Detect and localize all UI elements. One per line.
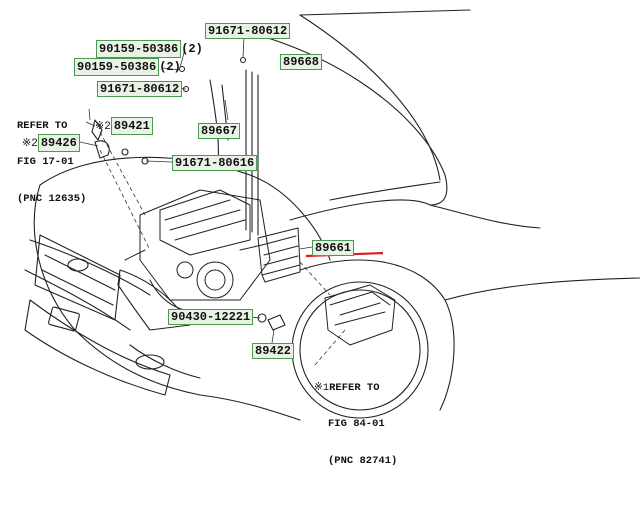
part-label-89668: 89668	[280, 54, 323, 70]
refer-fig-84-01-line1: ※1REFER TO	[314, 382, 397, 394]
grille-outline	[34, 234, 121, 321]
sensor-89422	[267, 314, 286, 331]
part-label-89422: 89422	[252, 343, 295, 359]
relay-box	[324, 284, 396, 346]
part-label-91671-80616: 91671-80616	[172, 155, 258, 171]
part-label-89421: 89421	[110, 117, 153, 135]
part-row-90159-50386-b: 90159-50386(2)	[74, 58, 181, 76]
note-mark-89426: ※2	[22, 138, 38, 150]
refer-fig-17-01-line3: (PNC 12635)	[17, 192, 87, 205]
note-mark-89421: ※2	[95, 121, 111, 133]
part-row-90159-50386-a: 90159-50386(2)	[96, 40, 203, 58]
refer-fig-17-01-line2: FIG 17-01	[17, 156, 74, 169]
refer-fig-84-01-line3: (PNC 82741)	[328, 454, 398, 467]
windshield-outline	[299, 14, 441, 181]
hood-outline	[209, 24, 448, 206]
refer-fig-84-01-line2: FIG 84-01	[328, 418, 385, 431]
license-plate	[48, 306, 80, 332]
part-label-89667: 89667	[198, 123, 241, 139]
sensor-89426	[94, 140, 110, 159]
emblem	[67, 258, 89, 272]
note-mark-ref84: ※1	[314, 382, 330, 395]
part-label-89661: 89661	[312, 240, 355, 256]
part-label-90430-12221: 90430-12221	[168, 309, 254, 325]
quantity-b: (2)	[159, 60, 181, 74]
part-label-91671-80612-top: 91671-80612	[205, 23, 291, 39]
refer-fig-84-01-text1: REFER TO	[329, 382, 380, 395]
engine-block	[124, 189, 271, 313]
refer-fig-84-01: ※1REFER TO FIG 84-01 (PNC 82741)	[314, 358, 397, 491]
part-label-89426: 89426	[37, 134, 80, 152]
refer-fig-17-01: REFER TO FIG 17-01 (PNC 12635)	[17, 96, 86, 229]
refer-fig-17-01-line1: REFER TO	[17, 120, 68, 133]
sensor-89421	[91, 119, 103, 141]
bumper-outline	[24, 299, 171, 396]
part-label-90159-50386-a: 90159-50386	[96, 40, 182, 58]
part-label-90159-50386-b: 90159-50386	[74, 58, 160, 76]
quantity-a: (2)	[181, 42, 203, 56]
fender-outline	[299, 259, 455, 411]
ecu-assembly	[257, 227, 301, 283]
headlight-outline	[117, 269, 191, 331]
part-label-91671-80612-mid: 91671-80612	[97, 81, 183, 97]
